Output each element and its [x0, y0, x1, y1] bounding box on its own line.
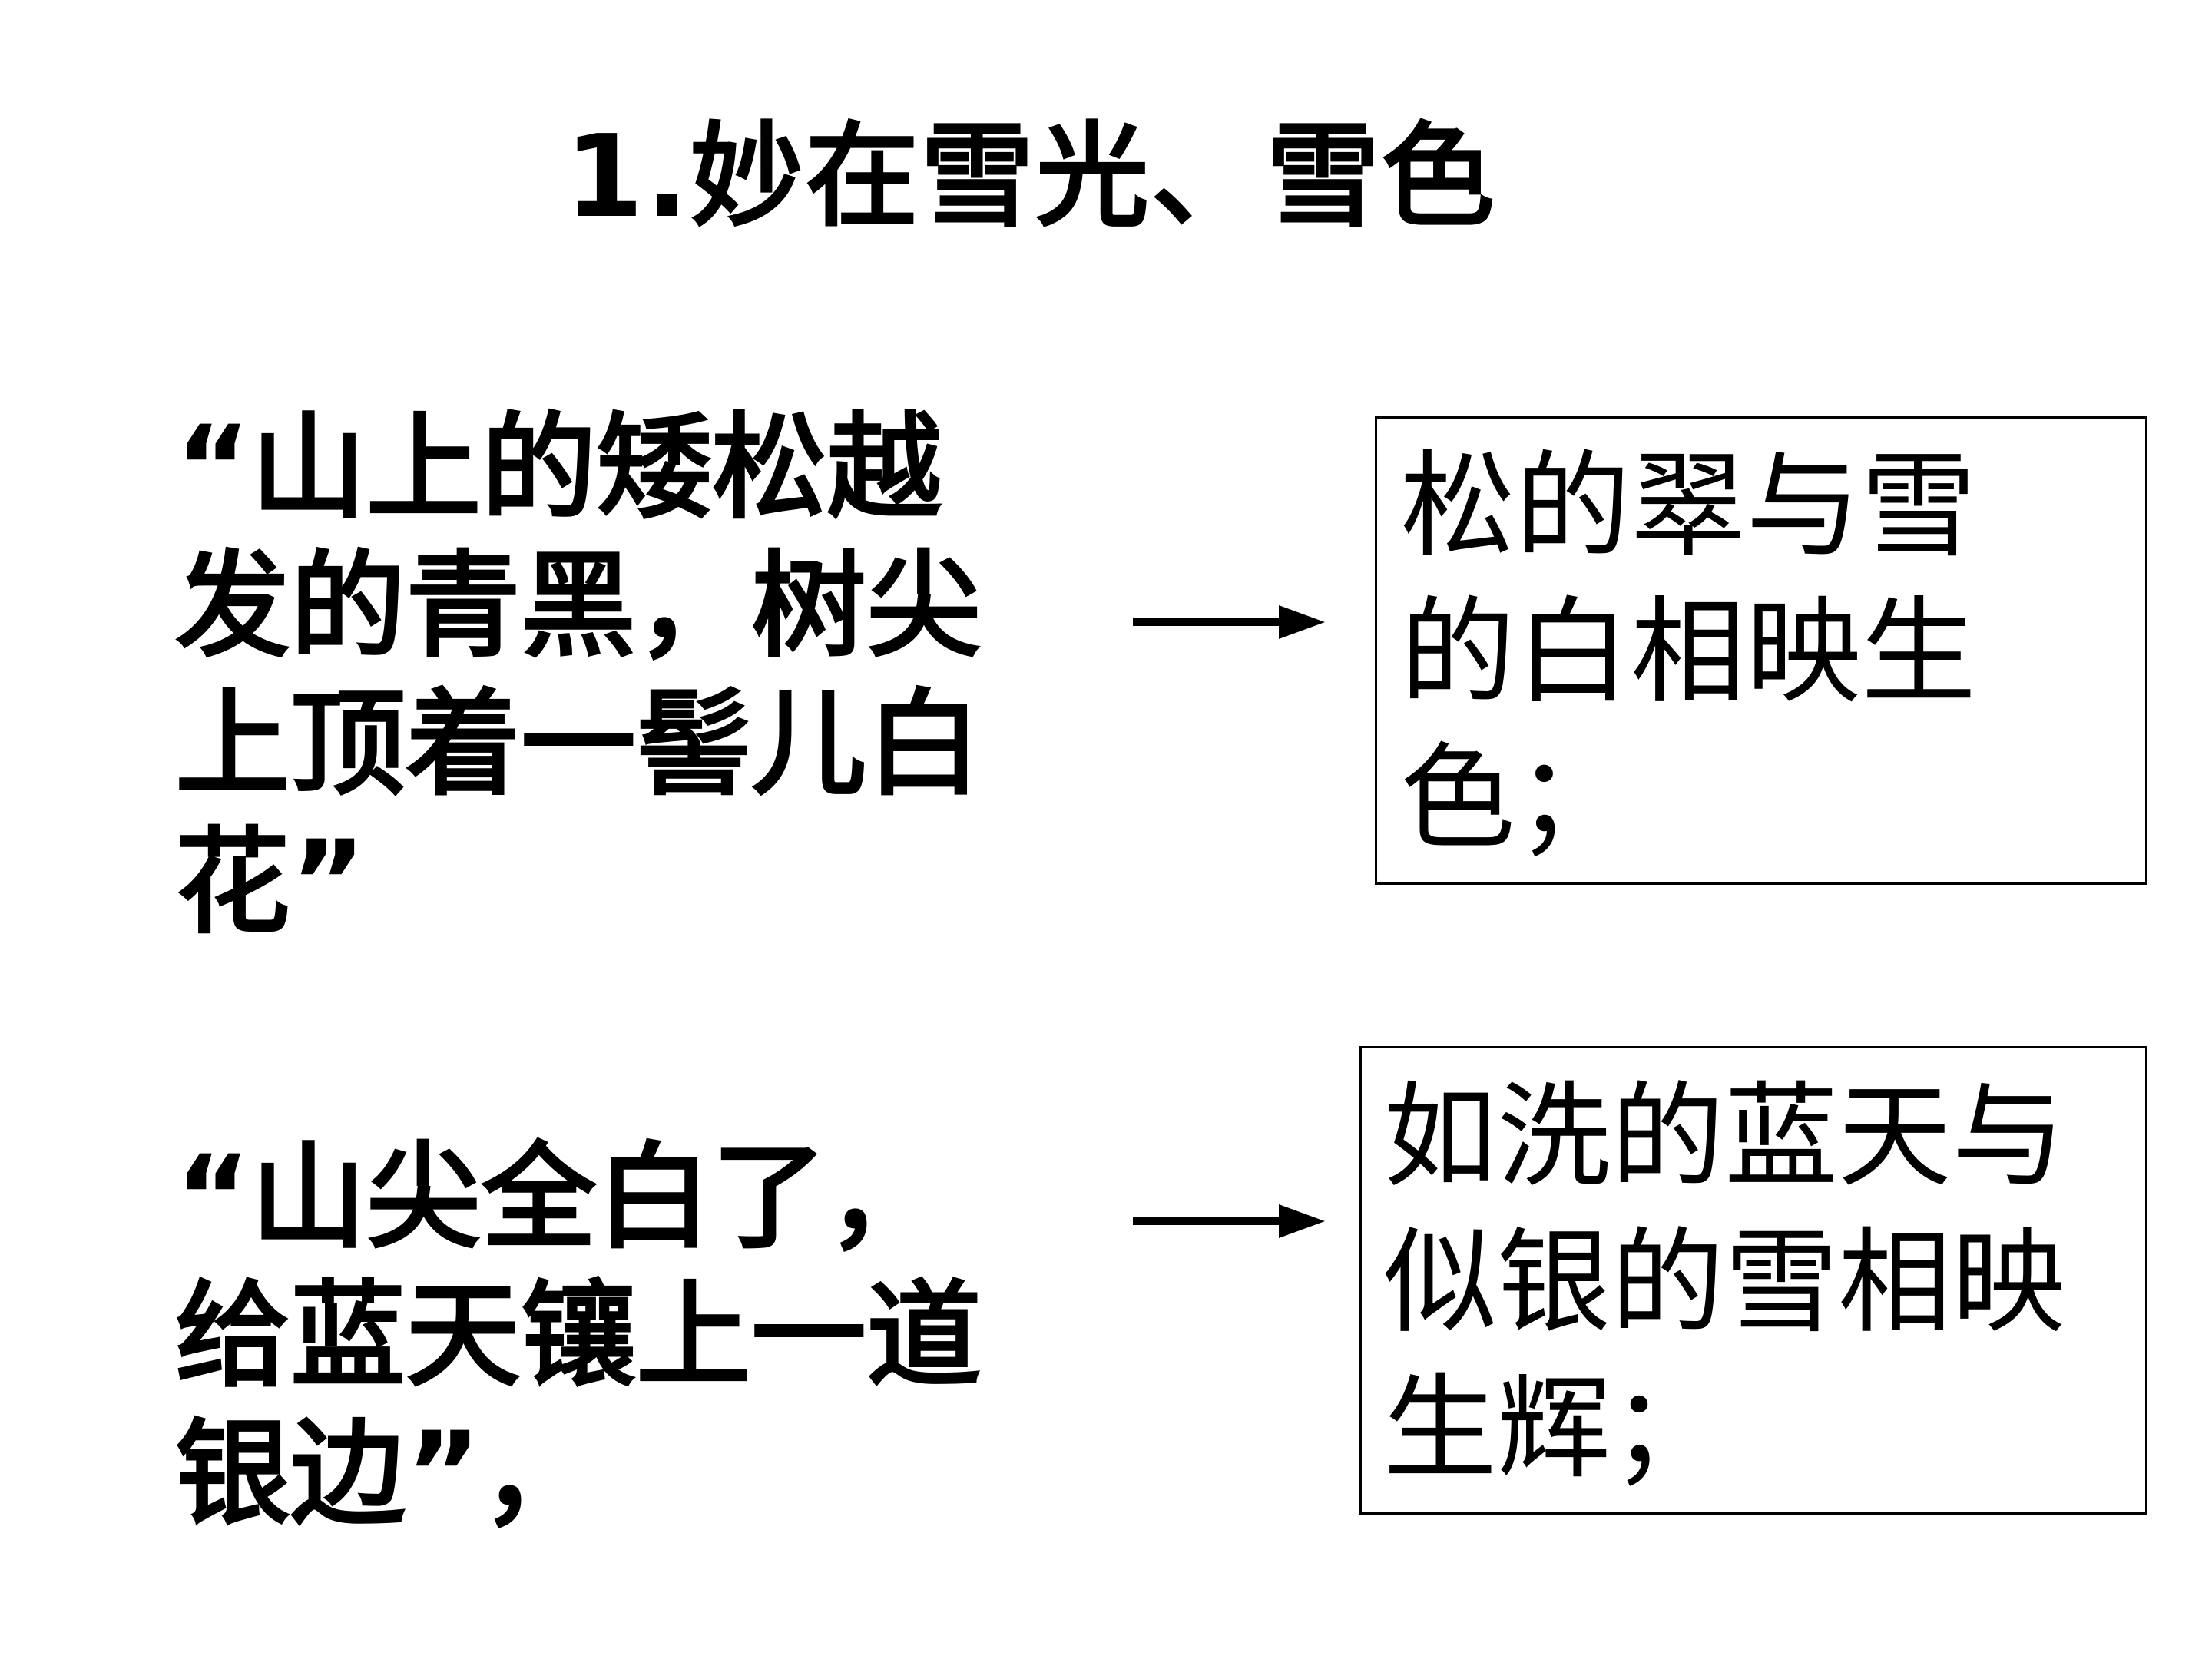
- explanation-text-1: 松的翠与雪 的白相映生 色；: [1400, 440, 1977, 866]
- explanation-box-2: 如洗的蓝天与 似银的雪相映 生辉；: [1359, 1046, 2147, 1515]
- quote-text-1: “山上的矮松越 发的青黑，树尖 上顶着一髻儿白 花”: [175, 402, 982, 950]
- slide-title: 1.妙在雪光、雪色: [565, 111, 1497, 243]
- explanation-box-1: 松的翠与雪 的白相映生 色；: [1375, 416, 2147, 885]
- right-arrow-icon: [1133, 605, 1325, 639]
- quote-text-2: “山尖全白了， 给蓝天镶上一道 银边”，: [175, 1131, 982, 1541]
- right-arrow-icon: [1133, 1204, 1325, 1238]
- explanation-text-2: 如洗的蓝天与 似银的雪相映 生辉；: [1383, 1071, 2065, 1495]
